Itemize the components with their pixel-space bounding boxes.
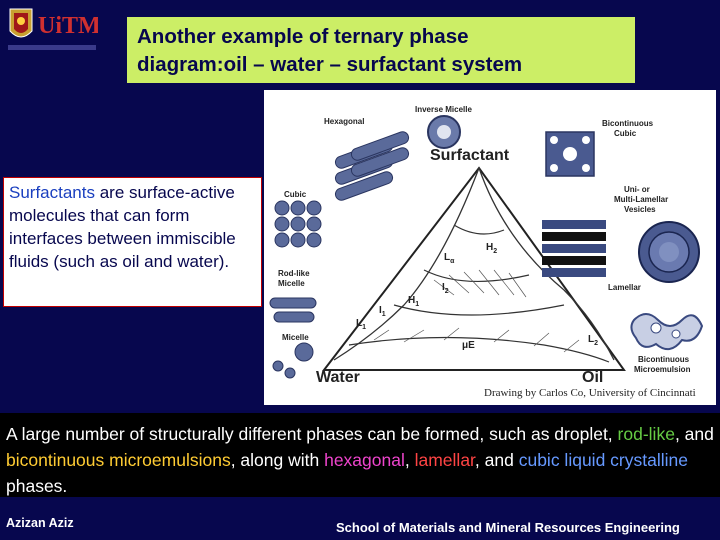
cubic-highlight: cubic liquid crystalline (518, 450, 688, 470)
phase-diagram-figure: Surfactant Water Oil H2 Lα I2 H1 I1 L1 μ… (264, 90, 716, 405)
bicontinuous-microemulsion-icon (630, 313, 704, 351)
svg-text:Micelle: Micelle (282, 333, 309, 342)
vertex-water: Water (316, 369, 360, 386)
tie-lines (373, 269, 580, 353)
inverse-micelle-icon (427, 115, 461, 149)
hexagonal-highlight: hexagonal (324, 450, 405, 470)
svg-text:Vesicles: Vesicles (624, 205, 656, 214)
svg-text:Rod-like: Rod-like (278, 269, 310, 278)
svg-text:H2: H2 (486, 242, 497, 255)
definition-highlight: Surfactants (9, 183, 95, 202)
svg-text:Cubic: Cubic (614, 129, 637, 138)
phase-boundary (453, 224, 505, 235)
body-text: , along with (230, 450, 325, 470)
vesicle-icon (638, 221, 700, 283)
rod-like-highlight: rod-like (617, 424, 675, 444)
svg-text:H1: H1 (408, 295, 419, 308)
micelle-icon (272, 342, 314, 379)
svg-text:μE: μE (462, 340, 475, 351)
title-line-2: diagram:oil – water – surfactant system (137, 53, 523, 76)
vertex-surfactant: Surfactant (430, 147, 510, 164)
phase-boundary (348, 336, 610, 363)
slide-title: Another example of ternary phase diagram… (127, 17, 635, 83)
svg-text:Lα: Lα (444, 252, 455, 265)
bicontinuous-cubic-icon (545, 131, 595, 177)
hexagonal-structure-icon (334, 131, 410, 201)
structure-labels: Hexagonal Inverse Micelle Bicontinuous C… (278, 105, 691, 374)
footer-school: School of Materials and Mineral Resource… (336, 520, 680, 535)
figure-caption: Drawing by Carlos Co, University of Cinc… (484, 387, 696, 399)
svg-text:L1: L1 (356, 318, 366, 331)
university-logo: UiTM (6, 5, 101, 57)
definition-text: are surface-active molecules that can fo… (9, 183, 236, 271)
svg-text:Bicontinuous: Bicontinuous (602, 119, 654, 128)
vertex-oil: Oil (582, 369, 603, 386)
phase-boundary (333, 167, 480, 361)
body-text: A large number of structurally different… (6, 424, 618, 444)
svg-text:I1: I1 (379, 305, 386, 318)
cubic-structure-icon (274, 200, 322, 248)
lamellar-highlight: lamellar (414, 450, 475, 470)
svg-text:Hexagonal: Hexagonal (324, 117, 364, 126)
phase-boundary (478, 167, 615, 361)
rodlike-micelle-icon (269, 297, 317, 323)
svg-text:Multi-Lamellar: Multi-Lamellar (614, 195, 668, 204)
body-text: , and (474, 450, 519, 470)
svg-text:L2: L2 (588, 334, 598, 347)
svg-text:Inverse Micelle: Inverse Micelle (415, 105, 472, 114)
body-text: , and (674, 424, 714, 444)
surfactant-definition-box: Surfactants are surface-active molecules… (3, 177, 262, 307)
svg-text:Uni- or: Uni- or (624, 185, 650, 194)
phases-description: A large number of structurally different… (0, 413, 720, 497)
body-text: , (404, 450, 415, 470)
phase-boundary (393, 304, 565, 316)
crest-icon (9, 8, 33, 38)
logo-text: UiTM (38, 13, 98, 39)
region-labels: H2 Lα I2 H1 I1 L1 μE L2 (356, 242, 598, 351)
title-line-1: Another example of ternary phase (137, 25, 469, 48)
phase-boundary (423, 269, 530, 283)
svg-text:Micelle: Micelle (278, 279, 305, 288)
svg-text:Lamellar: Lamellar (608, 283, 641, 292)
svg-text:Bicontinuous: Bicontinuous (638, 355, 690, 364)
bicontinuous-highlight: bicontinuous microemulsions (6, 450, 231, 470)
svg-text:Cubic: Cubic (284, 190, 307, 199)
body-text: phases. (6, 476, 68, 496)
footer-author: Azizan Aziz (6, 516, 74, 530)
svg-text:Microemulsion: Microemulsion (634, 365, 691, 374)
lamellar-structure-icon (542, 220, 606, 277)
svg-text:I2: I2 (442, 282, 449, 295)
